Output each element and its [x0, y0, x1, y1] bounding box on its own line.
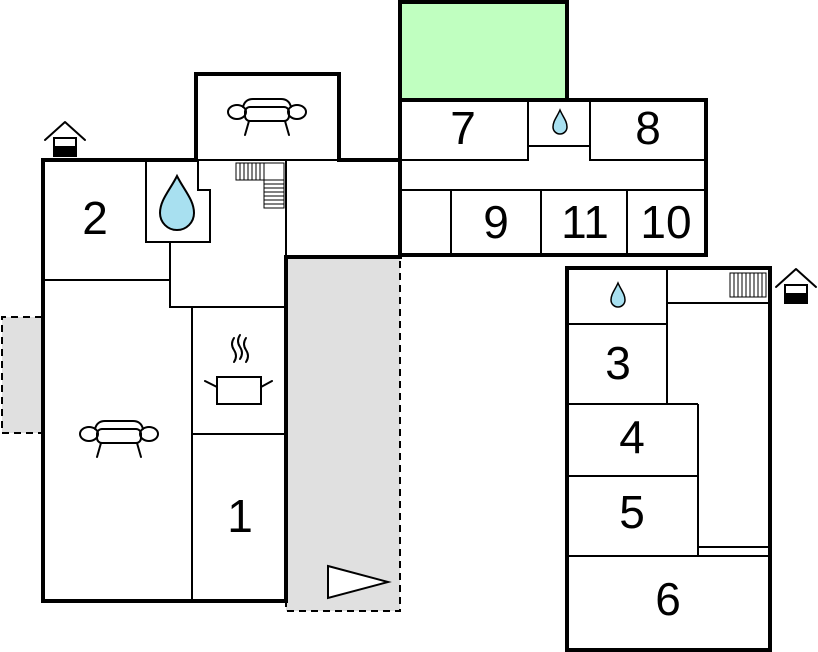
house-entrance-icon: [44, 121, 86, 157]
garden-area: [400, 2, 567, 100]
room-label-10: 10: [640, 196, 691, 248]
room-label-3: 3: [605, 337, 631, 389]
side-terrace-area: [2, 317, 42, 433]
direction-arrow-icon: [327, 564, 392, 600]
room-label-6: 6: [655, 573, 681, 625]
terrace-area: [286, 257, 400, 611]
stairs-icon: [235, 162, 285, 209]
water-drop-icon: [158, 173, 196, 231]
house-entrance-icon: [775, 268, 817, 304]
cooking-pot-icon: [204, 334, 273, 405]
room-label-11: 11: [561, 196, 609, 248]
upper-building: [398, 0, 708, 257]
stairs-icon: [729, 272, 767, 298]
room-label-8: 8: [635, 102, 661, 154]
room-label-9: 9: [483, 196, 509, 248]
lower-right-building: [565, 266, 772, 652]
room-label-7: 7: [450, 102, 476, 154]
sofa-icon: [79, 420, 159, 458]
water-drop-icon: [552, 108, 568, 135]
room-label-5: 5: [619, 486, 645, 538]
sofa-icon: [227, 98, 307, 136]
room-label-4: 4: [619, 411, 645, 463]
room-label-2: 2: [82, 192, 108, 244]
water-drop-icon: [610, 281, 626, 308]
room-label-1: 1: [227, 490, 253, 542]
